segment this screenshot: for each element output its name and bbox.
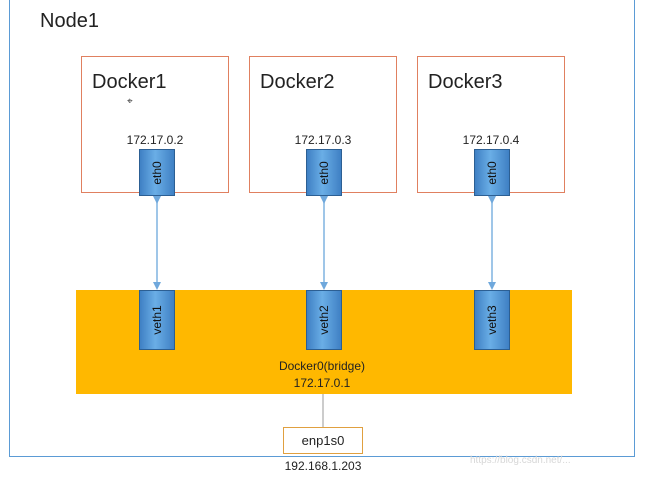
node-frame [9,0,635,457]
docker2-ip: 172.17.0.3 [294,133,352,147]
docker2-eth0: eth0 [306,149,342,196]
docker1-ip: 172.17.0.2 [126,133,184,147]
bridge-label: Docker0(bridge) 172.17.0.1 [272,358,372,392]
node-title: Node1 [40,10,99,32]
cursor-icon: ⌖ [127,96,133,107]
veth3: veth3 [474,290,510,350]
host-ip: 192.168.1.203 [284,459,362,473]
docker3-name: Docker3 [428,71,503,93]
bridge-ip: 172.17.0.1 [293,376,351,390]
veth2: veth2 [306,290,342,350]
docker2-name: Docker2 [260,71,335,93]
docker1-name: Docker1 [92,71,167,93]
watermark: https://blog.csdn.net/... [470,455,571,466]
docker3-ip: 172.17.0.4 [462,133,520,147]
enp1s0-box: enp1s0 [283,427,363,454]
bridge-name: Docker0(bridge) [278,359,366,373]
docker3-eth0: eth0 [474,149,510,196]
veth1: veth1 [139,290,175,350]
docker1-eth0: eth0 [139,149,175,196]
